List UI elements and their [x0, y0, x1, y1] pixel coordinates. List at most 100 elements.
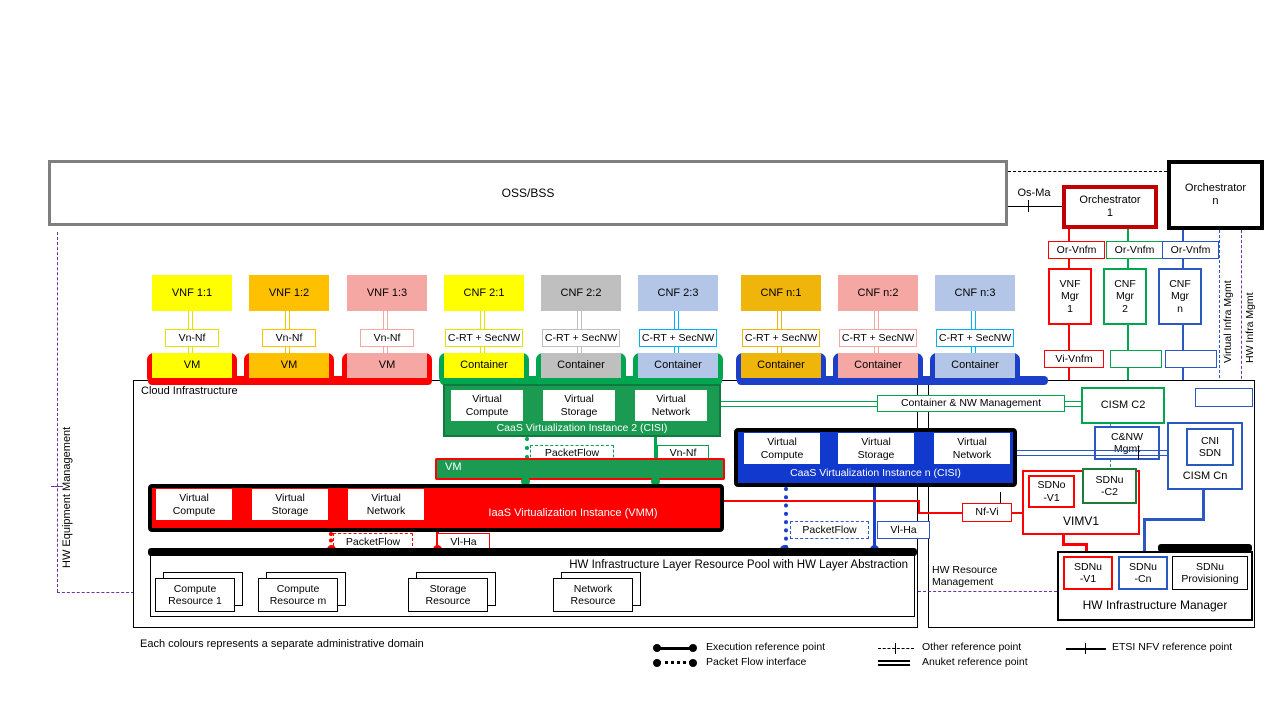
hw-infra-manager-label: HW Infrastructure Manager — [1082, 598, 1228, 612]
legend-packetflow-line — [658, 661, 692, 664]
hw-equipment-mgmt-line-vertical — [57, 232, 58, 592]
caas2-virtual-compute: Virtual Compute — [451, 390, 523, 421]
nf-box: CNF n:2 — [838, 275, 918, 311]
legend-etsi-line — [1066, 648, 1106, 650]
runtime-box: VM — [249, 353, 329, 378]
compute-resource-1-box: Compute Resource 1 — [155, 578, 235, 612]
caas2-virtual-storage: Virtual Storage — [543, 390, 615, 421]
empty-label-box-green — [1110, 350, 1162, 368]
vl-ha-label-red: Vl-Ha — [437, 533, 490, 551]
vnf-mgr-1-box: VNF Mgr 1 — [1048, 268, 1092, 325]
legend-execution-line — [657, 647, 693, 650]
compute-resource-m-box: Compute Resource m — [258, 578, 338, 612]
runtime-box: VM — [347, 353, 427, 378]
caas2-virtual-network: Virtual Network — [635, 390, 707, 421]
caasn-title: CaaS Virtualization Instance n (CISI) — [790, 467, 961, 479]
nf-vi-label: Nf-Vi — [962, 503, 1012, 522]
caas2-packetflow-line — [525, 437, 529, 459]
nf-box: VNF 1:3 — [347, 275, 427, 311]
empty-label-box-blue — [1165, 350, 1217, 368]
hw-resource-mgmt-label: HW Resource Management — [932, 564, 998, 588]
legend-packetflow-dot-2 — [689, 659, 697, 667]
vm-bar-label: VM — [445, 461, 462, 473]
hw-abstraction-bar — [148, 548, 917, 556]
vimv1-label: VIMV1 — [1062, 514, 1099, 528]
legend-other-label: Other reference point — [922, 641, 1022, 653]
os-ma-line — [1008, 206, 1062, 207]
iaas-packetflow-line — [329, 532, 333, 549]
nf-box: VNF 1:2 — [249, 275, 329, 311]
network-resource-box: Network Resource — [553, 578, 633, 612]
nf-interface-label: C-RT + SecNW — [839, 329, 917, 347]
anuket-blue-tick — [1138, 446, 1139, 460]
hw-equipment-mgmt-label: HW Equipment Management — [61, 426, 73, 569]
caasn-virtual-storage: Virtual Storage — [838, 433, 914, 464]
vm-bar — [435, 458, 725, 480]
packetflow-label-blue: PacketFlow — [790, 521, 869, 539]
runtime-box: Container — [935, 353, 1015, 378]
nf-box: VNF 1:1 — [152, 275, 232, 311]
vi-vnfm-label: Vi-Vnfm — [1044, 350, 1104, 368]
vimv1-sdnu-line-1 — [1062, 535, 1065, 546]
iaas-box — [148, 484, 724, 532]
legend-note: Each colours represents a separate admin… — [140, 638, 424, 650]
or-vnfm-label-green: Or-Vnfm — [1106, 241, 1163, 259]
cismcn-sdnu-line-1 — [1202, 490, 1205, 521]
cismcn-sdnu-line-2 — [1143, 518, 1205, 521]
runtime-box: Container — [741, 353, 821, 378]
nf-box: CNF n:1 — [741, 275, 821, 311]
iaas-virtual-storage: Virtual Storage — [252, 489, 328, 520]
legend-etsi-label: ETSI NFV reference point — [1112, 641, 1233, 653]
virtual-infra-mgmt-line — [1219, 230, 1220, 433]
nf-interface-label: C-RT + SecNW — [742, 329, 820, 347]
nf-vi-line-1 — [724, 500, 920, 502]
orchestrator-n-box: Orchestrator n — [1167, 160, 1264, 230]
nf-interface-label: Vn-Nf — [262, 329, 316, 347]
nf-box: CNF 2:2 — [541, 275, 621, 311]
sdnu-provisioning-bar — [1158, 544, 1252, 552]
iaas-virtual-network: Virtual Network — [348, 489, 424, 520]
cloud-infrastructure-label: Cloud Infrastructure — [141, 385, 238, 397]
iaas-title: IaaS Virtualization Instance (VMM) — [488, 507, 658, 519]
caasn-vlha-line — [873, 487, 876, 549]
execution-dot-green-1 — [521, 477, 530, 486]
legend-execution-dot-1 — [653, 644, 661, 652]
oss-orchestrator-n-dashed-line — [1008, 171, 1167, 172]
cism-cn-label: CISM Cn — [1182, 470, 1228, 482]
vimv1-sdnu-line-3 — [1085, 543, 1088, 556]
legend-execution-label: Execution reference point — [706, 641, 826, 653]
hw-infra-mgmt-label: HW Infra Mgmt — [1244, 292, 1256, 363]
nf-interface-label: C-RT + SecNW — [936, 329, 1014, 347]
nf-interface-label: Vn-Nf — [165, 329, 219, 347]
nf-vi-tick — [1000, 492, 1001, 504]
hw-equipment-mgmt-tick — [51, 486, 63, 487]
nf-box: CNF n:3 — [935, 275, 1015, 311]
caasn-virtual-compute: Virtual Compute — [744, 433, 820, 464]
sdnu-v1-box: SDNu -V1 — [1063, 556, 1113, 590]
nf-interface-label: Vn-Nf — [360, 329, 414, 347]
os-ma-tick — [1028, 200, 1029, 212]
nf-vi-line-2 — [918, 500, 920, 514]
caasn-packetflow-line — [784, 487, 788, 549]
hw-resource-mgmt-line — [918, 591, 1057, 592]
hw-equipment-mgmt-line-horizontal — [57, 592, 134, 593]
empty-label-box-blue-top — [1195, 388, 1253, 407]
anuket-line-blue — [1017, 450, 1167, 456]
or-vnfm-label-blue: Or-Vnfm — [1162, 241, 1219, 259]
legend-anuket-line — [878, 660, 910, 666]
sdnu-provisioning-box: SDNu Provisioning — [1172, 556, 1248, 590]
runtime-box: Container — [838, 353, 918, 378]
nf-interface-label: C-RT + SecNW — [542, 329, 620, 347]
legend-packetflow-label: Packet Flow interface — [706, 656, 807, 668]
nf-interface-label: C-RT + SecNW — [445, 329, 523, 347]
cismcn-sdnu-line-3 — [1143, 518, 1146, 556]
legend-etsi-tick — [1085, 643, 1086, 654]
cnf-mgr-2-box: CNF Mgr 2 — [1103, 268, 1147, 325]
container-nw-mgmt-label: Container & NW Management — [877, 395, 1065, 412]
runtime-box: Container — [444, 353, 524, 378]
legend-other-line — [878, 648, 914, 649]
caas2-title: CaaS Virtualization Instance 2 (CISI) — [496, 422, 668, 434]
legend-other-tick — [895, 643, 896, 654]
or-vnfm-label-red: Or-Vnfm — [1048, 241, 1105, 259]
